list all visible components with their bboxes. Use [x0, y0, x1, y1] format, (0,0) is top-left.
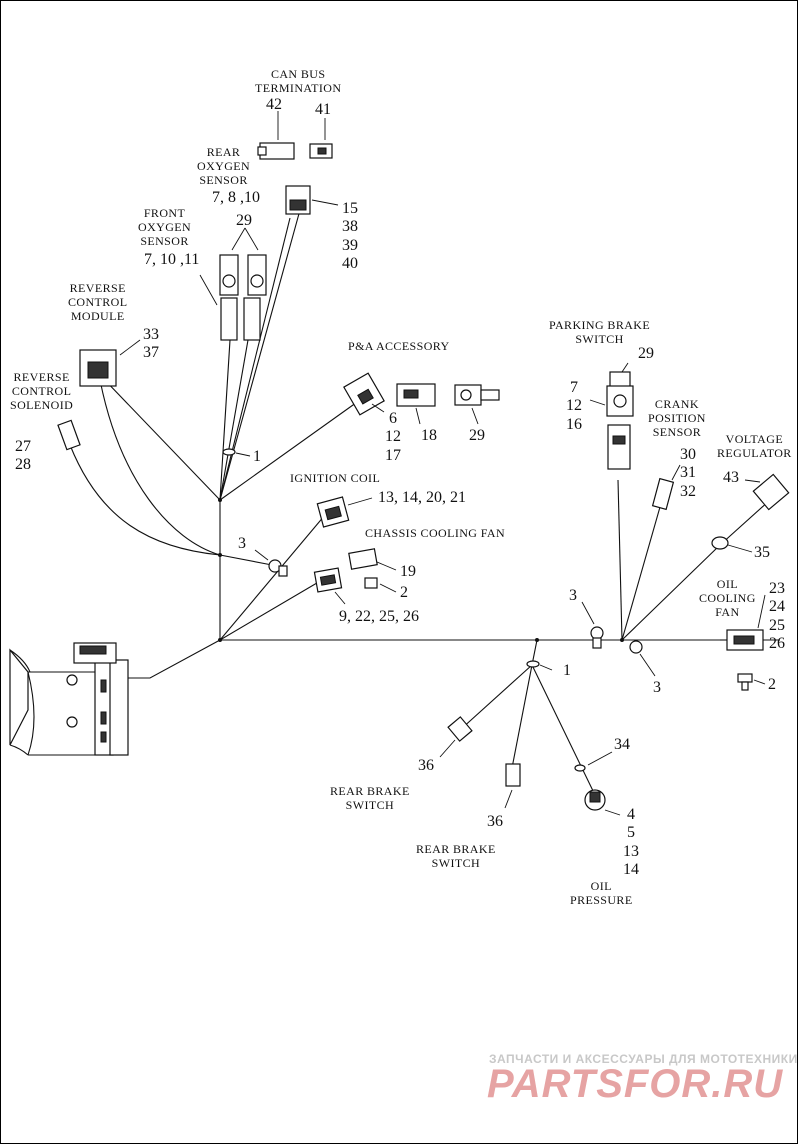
part-number-29-pa: 29	[469, 427, 485, 444]
parking-brake-connectors	[589, 362, 634, 470]
connector-42	[257, 111, 295, 160]
part-number-29-oxygen: 29	[236, 212, 252, 229]
connector-41	[309, 118, 333, 159]
part-number-42: 42	[266, 96, 282, 113]
part-number-18: 18	[421, 427, 437, 444]
part-number-3-mid: 3	[569, 587, 577, 604]
rear-oxygen-part-numbers: 7, 8 ,10	[212, 189, 260, 206]
part-number-41: 41	[315, 101, 331, 118]
harness-wires	[69, 209, 780, 796]
part-number-36-b: 36	[487, 813, 503, 830]
oil-pressure-parts	[574, 751, 621, 816]
front-oxygen-part-numbers: 7, 10 ,11	[144, 251, 200, 268]
front-oxygen-connectors	[199, 227, 267, 341]
crank-sensor-connector	[651, 464, 681, 511]
part-number-1-upper: 1	[253, 448, 261, 465]
clip-1-lower	[526, 660, 553, 671]
part-number-3-right: 3	[653, 679, 661, 696]
clip-1-upper	[222, 448, 251, 457]
part-number-29-parking: 29	[638, 345, 654, 362]
voltage-regulator-connector	[744, 473, 790, 511]
chassis-cooling-fan-parts	[313, 548, 397, 605]
part-number-1-lower: 1	[563, 662, 571, 679]
part-number-2-oil: 2	[768, 676, 776, 693]
ignition-coil-part-numbers: 13, 14, 20, 21	[378, 489, 466, 506]
junction-dots	[218, 498, 624, 642]
part-number-2-chassis: 2	[400, 584, 408, 601]
pa-accessory-connectors	[343, 372, 500, 425]
part-number-43: 43	[723, 469, 739, 486]
chassis-cooling-fan-part-numbers: 9, 22, 25, 26	[339, 608, 419, 625]
rear-brake-connectors	[439, 716, 521, 809]
vehicle-frame	[9, 642, 129, 756]
clip-3-mid	[581, 601, 604, 649]
watermark-tagline: ЗАПЧАСТИ И АКСЕССУАРЫ ДЛЯ МОТОТЕХНИКИ	[489, 1052, 798, 1066]
part-number-36-a: 36	[418, 757, 434, 774]
watermark-logo: PARTSFOR.RU	[487, 1062, 784, 1106]
clip-3-left	[254, 549, 288, 577]
ignition-coil-connector	[316, 496, 373, 528]
reverse-solenoid-connector	[57, 419, 81, 451]
connector-15	[285, 185, 339, 215]
connector-35	[711, 536, 753, 553]
chassis-cooling-fan-label: CHASSIS COOLING FAN	[365, 526, 506, 540]
clip-3-right	[629, 640, 656, 677]
part-number-35: 35	[754, 544, 770, 561]
reverse-control-module-connector	[79, 339, 141, 387]
oil-cooling-fan-connector	[726, 594, 766, 691]
part-number-34: 34	[614, 736, 630, 753]
part-number-3-left: 3	[238, 535, 246, 552]
pa-accessory-label: P&A ACCESSORY	[348, 339, 450, 353]
ignition-coil-label: IGNITION COIL	[290, 471, 381, 485]
part-number-19: 19	[400, 563, 416, 580]
